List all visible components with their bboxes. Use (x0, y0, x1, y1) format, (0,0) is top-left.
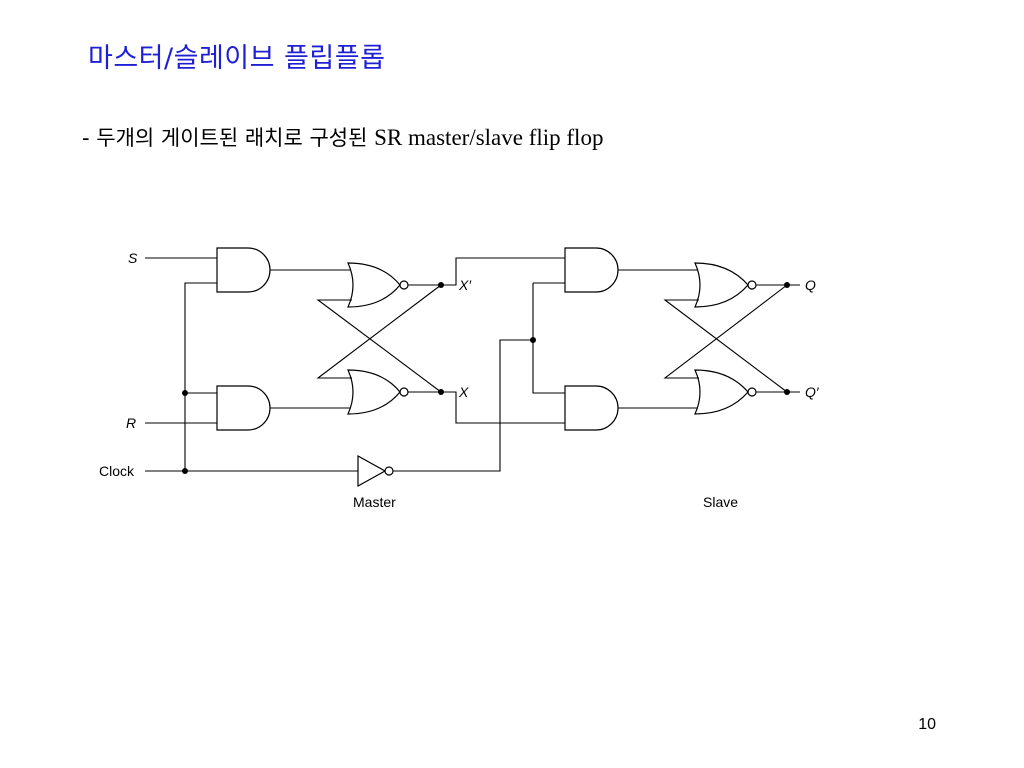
slave-and-gate-bottom (564, 385, 619, 431)
bullet-english: SR master/slave flip flop (374, 125, 604, 150)
slave-and-gate-top (564, 247, 619, 293)
junction-clock-r (182, 390, 188, 396)
label-clock: Clock (99, 463, 135, 479)
slave-nor-gate-bottom (694, 369, 749, 415)
master-and-gate-top (216, 247, 271, 293)
slave-nor-bubble-top (747, 280, 757, 290)
wire-xprime-to-slave (441, 257, 565, 286)
junction-q (784, 282, 790, 288)
clock-inverter (357, 454, 387, 488)
wire-inverted-clock (393, 339, 533, 472)
label-q-prime: Q′ (805, 384, 820, 400)
master-and-gate-bottom (216, 385, 271, 431)
wire-slave-clock (532, 282, 565, 394)
label-master: Master (353, 494, 396, 510)
bullet-korean: - 두개의 게이트된 래치로 구성된 (82, 126, 375, 150)
label-q: Q (805, 277, 816, 293)
wire-x-to-slave (441, 391, 565, 424)
label-s: S (128, 250, 138, 266)
slave-nor-bubble-bottom (747, 387, 757, 397)
label-x-prime: X′ (458, 277, 472, 293)
junction-clock (182, 468, 188, 474)
wire-slave-cross-1 (663, 284, 788, 379)
junction-inverted-clock (530, 337, 536, 343)
slide-title: 마스터/슬레이브 플립플롭 (88, 43, 386, 74)
master-nor-gate-bottom (347, 369, 401, 415)
label-x: X (458, 384, 469, 400)
junction-qprime (784, 389, 790, 395)
wire-master-cross-2 (316, 299, 442, 393)
master-nor-gate-top (347, 262, 401, 308)
junction-x (438, 389, 444, 395)
page-number: 10 (918, 716, 936, 733)
wire-slave-cross-2 (663, 299, 788, 393)
junction-xprime (438, 282, 444, 288)
wire-clock-vertical (184, 282, 217, 471)
clock-inverter-bubble (384, 466, 394, 476)
label-slave: Slave (703, 494, 738, 510)
slave-nor-gate-top (694, 262, 749, 308)
wire-master-cross-1 (316, 284, 442, 379)
bullet-text: - 두개의 게이트된 래치로 구성된 SR master/slave flip … (82, 122, 603, 152)
label-r: R (126, 415, 136, 431)
master-nor-bubble-bottom (399, 387, 409, 397)
master-nor-bubble-top (399, 280, 409, 290)
